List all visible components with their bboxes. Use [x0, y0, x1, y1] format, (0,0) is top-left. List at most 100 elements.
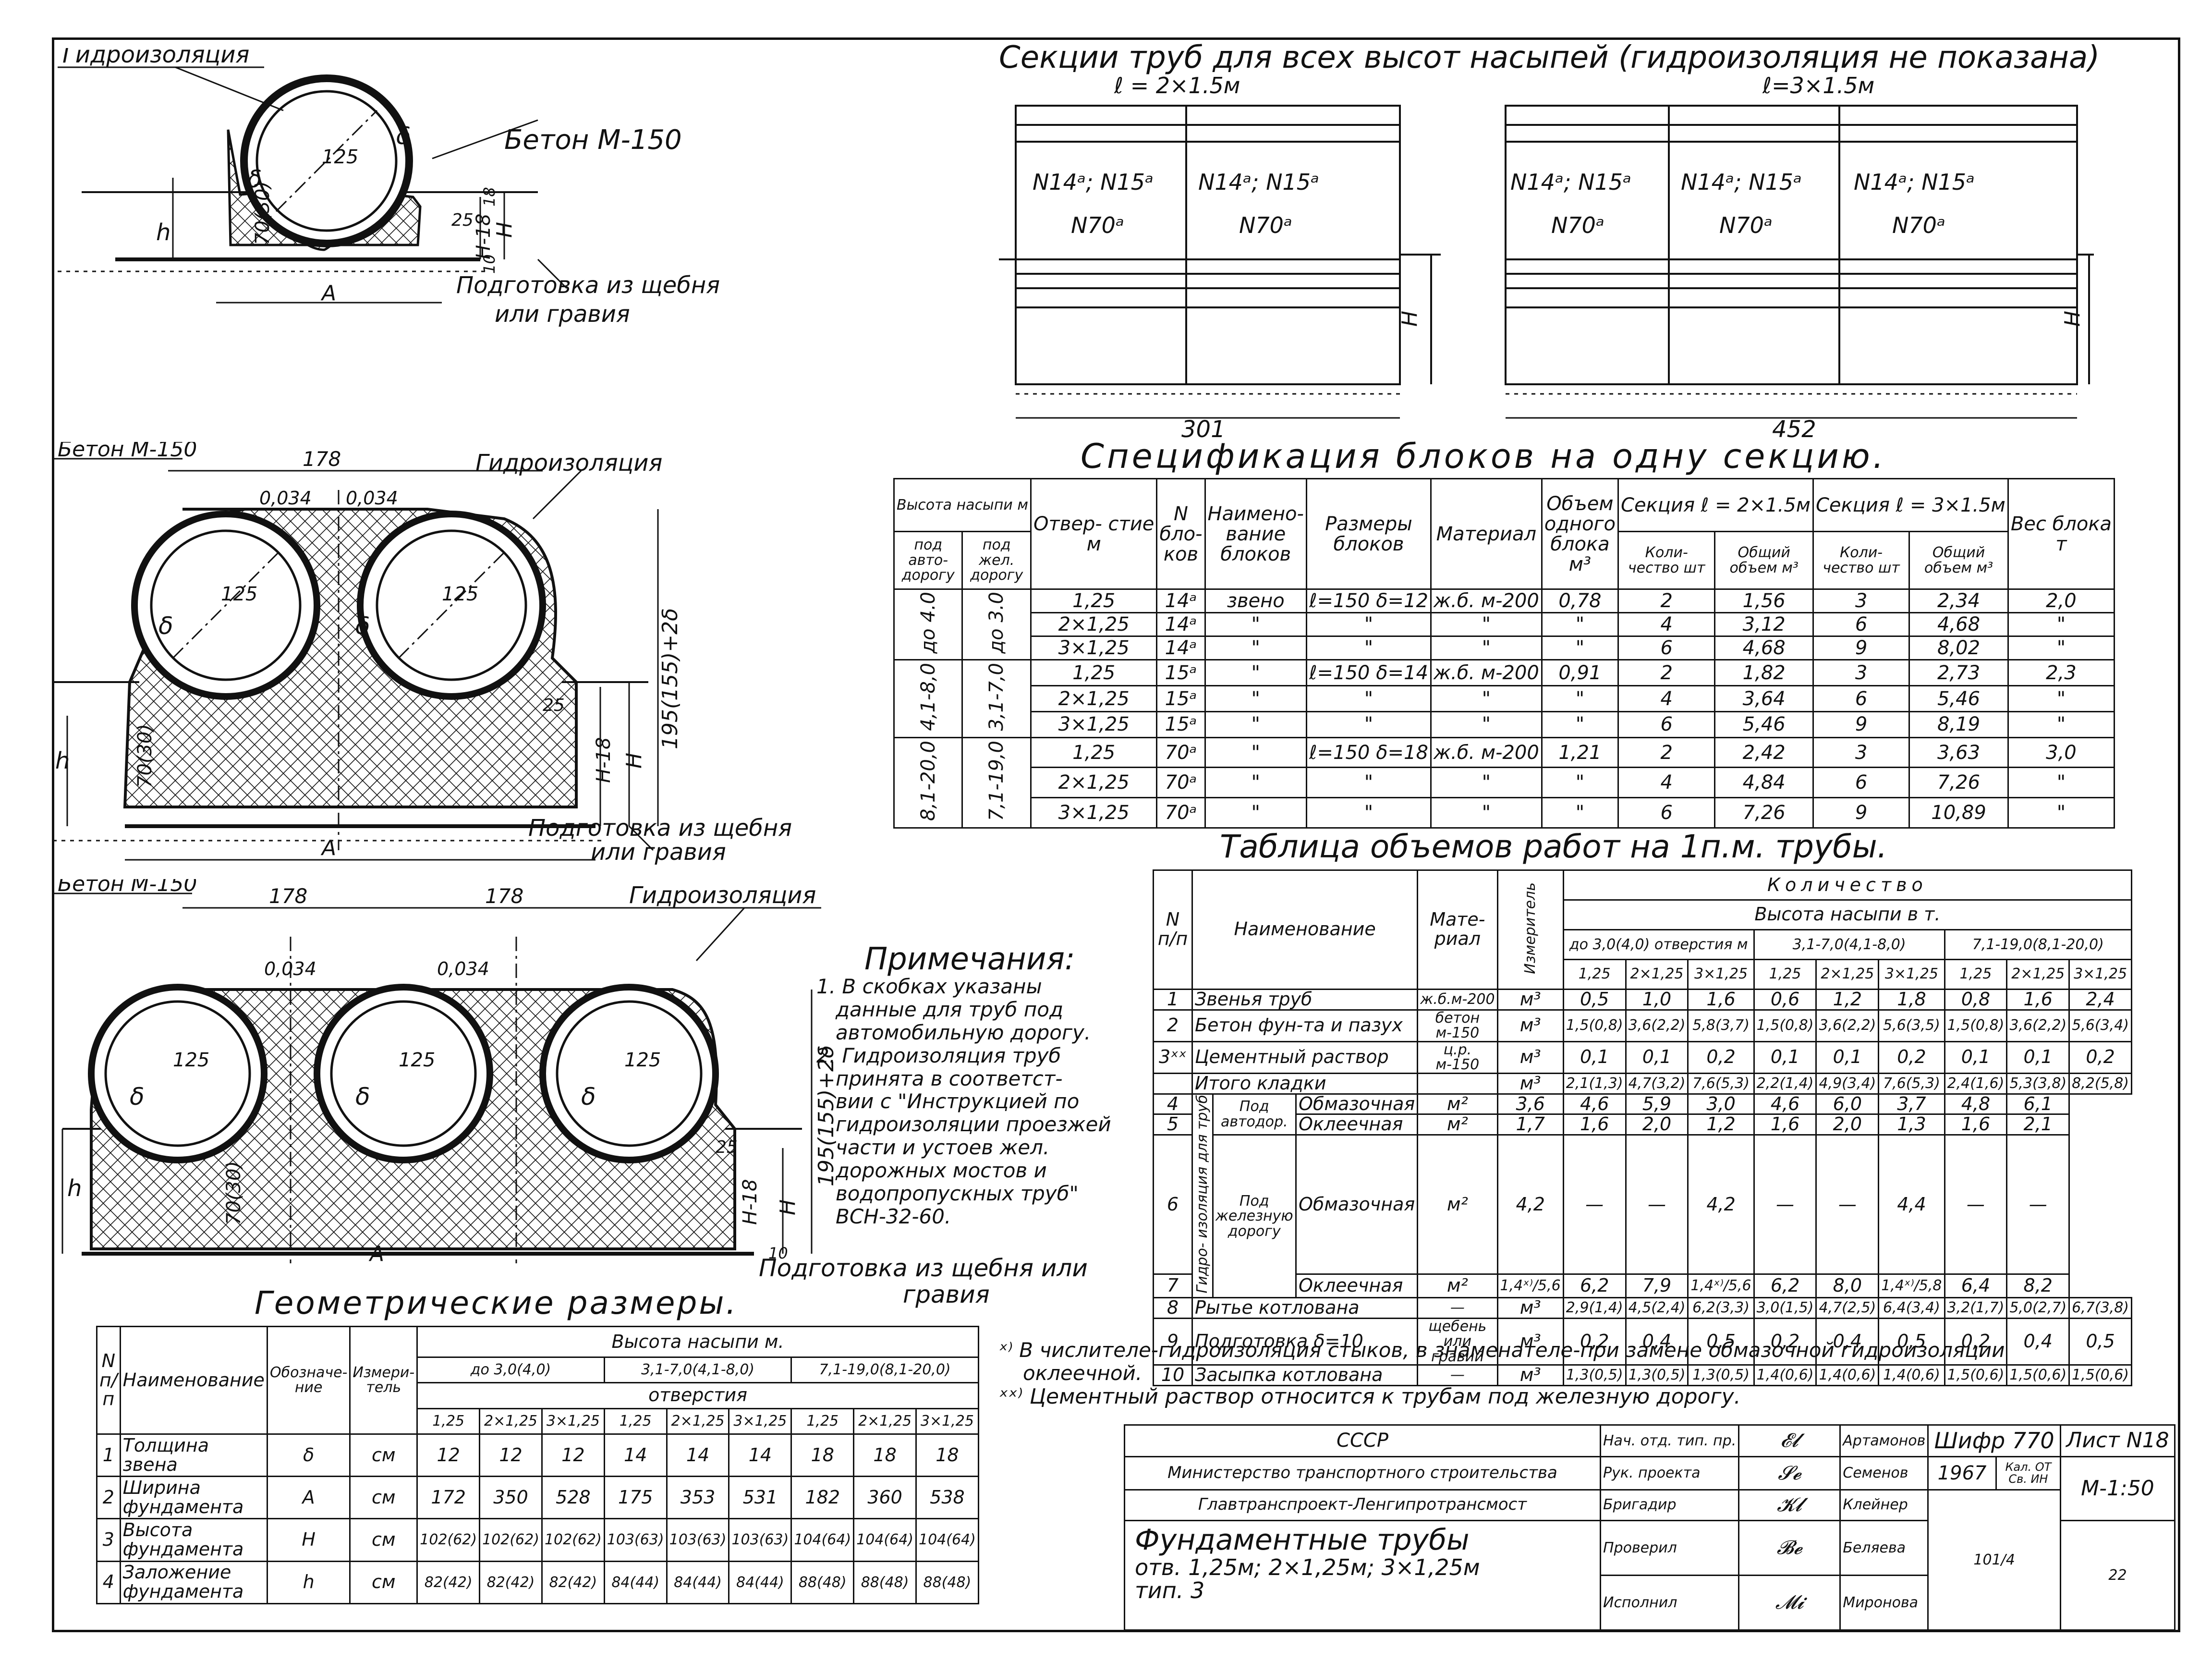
geo-cell: 175: [603, 1476, 668, 1520]
spec-cell: ж.б. м-200: [1430, 736, 1543, 769]
stamp-num: 101/4: [1927, 1489, 2061, 1631]
d3-25: 25: [716, 1137, 738, 1157]
vol-unit: м²: [1417, 1273, 1498, 1298]
spec-cell: ": [1430, 710, 1543, 738]
geo-h-g2: 3,1-7,0(4,1-8,0): [603, 1356, 792, 1384]
vol-cell: 1,4ˣ⁾/5,6: [1687, 1273, 1755, 1298]
stamp-role-4: Исполнил: [1599, 1574, 1740, 1631]
geo-cell: 18: [853, 1433, 917, 1478]
vol-col-header: 3×1,25: [1687, 958, 1755, 990]
vol-cell: 0,1: [1815, 1040, 1880, 1074]
geo-n: 2: [96, 1476, 121, 1520]
vol-cell: 1,3: [1878, 1113, 1945, 1136]
vol-cell: 1,6: [1944, 1113, 2008, 1136]
d2-A: A: [320, 836, 336, 860]
spec-cell: 1,25: [1030, 736, 1158, 769]
spec-cell: 2,34: [1908, 588, 2009, 614]
vol-col-header: 3×1,25: [1878, 958, 1945, 990]
d3-w1: 178: [269, 884, 307, 908]
spec-cell: 6: [1617, 797, 1716, 829]
geo-cell: 18: [790, 1433, 855, 1478]
vol-mat: ж.б.м-200: [1417, 988, 1498, 1011]
spec-height-rail: до 3.0: [961, 588, 1032, 661]
vol-h-height: Высота насыпи в т.: [1562, 899, 2133, 930]
d1-dia: 125: [322, 146, 358, 168]
spec-cell: 1,82: [1714, 659, 1814, 687]
vol-cell: 0,4: [1815, 1317, 1880, 1366]
spec-cell: 9: [1812, 710, 1910, 738]
notes-title: Примечания:: [864, 941, 1075, 977]
vol-n: 5: [1153, 1113, 1193, 1136]
vol-cell: 0,8: [1944, 988, 2008, 1011]
vol-cell: 0,5: [1687, 1317, 1755, 1366]
vol-n: 4: [1153, 1093, 1193, 1115]
vol-cell: —: [1944, 1134, 2008, 1275]
vol-cell: 1,4ˣ⁾/5,8: [1878, 1273, 1945, 1298]
spec-h-qty2: Коли- чество шт: [1617, 531, 1716, 590]
note-line: автомобильную дорогу.: [836, 1020, 1091, 1044]
spec-cell: ": [2007, 767, 2115, 799]
sec-r-h: H: [2060, 311, 2085, 327]
spec-cell: 1,56: [1714, 588, 1814, 614]
geo-cell: 82(42): [479, 1560, 543, 1605]
spec-cell: ": [2007, 797, 2115, 829]
vol-mat: —: [1417, 1296, 1498, 1319]
spec-h-height: Высота насыпи м: [893, 477, 1032, 533]
vol-unit: м²: [1417, 1134, 1498, 1275]
spec-cell: 70ᵃ: [1156, 797, 1206, 829]
spec-cell: 6: [1812, 685, 1910, 712]
vol-name: Подготовка δ=10: [1191, 1317, 1419, 1366]
geo-cell: 103(63): [603, 1518, 668, 1562]
vol-n: [1153, 1072, 1193, 1095]
vol-hydro-group: Гидро- изоляция для труб: [1191, 1093, 1214, 1298]
vol-cell: 7,6(5,3): [1687, 1072, 1755, 1095]
geo-col-header: 3×1,25: [915, 1407, 979, 1435]
vol-cell: 7,6(5,3): [1878, 1072, 1945, 1095]
geo-cell: 172: [416, 1476, 481, 1520]
spec-cell: ": [1305, 710, 1432, 738]
note-line: 1. В скобках указаны: [816, 975, 1042, 998]
geo-col-header: 2×1,25: [853, 1407, 917, 1435]
spec-cell: 4: [1617, 767, 1716, 799]
spec-cell: 4,68: [1908, 612, 2009, 637]
d1-H18: H-18: [473, 214, 495, 259]
geo-name: Высота фундамента: [119, 1518, 268, 1562]
geo-h-g1: до 3,0(4,0): [416, 1356, 605, 1384]
d2-delta1: δ: [158, 612, 173, 640]
vol-cell: 1,3(0,5): [1625, 1364, 1689, 1387]
spec-cell: 3,0: [2007, 736, 2115, 769]
d2-concrete: Бетон М-150: [58, 442, 197, 462]
vol-cell: 0,1: [1562, 1040, 1627, 1074]
vol-cell: 5,6(3,4): [2068, 1009, 2132, 1042]
d1-d70: 70(30): [252, 181, 274, 245]
d2-prep2: или гравия: [591, 839, 726, 866]
geo-col-header: 1,25: [603, 1407, 668, 1435]
vol-col-header: 2×1,25: [2006, 958, 2070, 990]
vol-cell: 3,0: [1687, 1093, 1755, 1115]
vol-n: 8: [1153, 1296, 1193, 1319]
d3-h: h: [67, 1175, 82, 1202]
stamp-name-2: Клейнер: [1839, 1489, 1929, 1521]
stamp-role-3: Проверил: [1599, 1519, 1740, 1576]
vol-cell: 0,4: [1625, 1317, 1689, 1366]
vol-cell: 8,2(5,8): [2068, 1072, 2132, 1095]
geo-cell: 12: [416, 1433, 481, 1478]
vol-cell: 1,5(0,6): [2068, 1364, 2132, 1387]
vol-name: Обмазочная: [1295, 1093, 1419, 1115]
vol-cell: 2,0: [1815, 1113, 1880, 1136]
spec-cell: 3: [1812, 659, 1910, 687]
geo-cell: 353: [666, 1476, 730, 1520]
section-triple-pipe: Бетон М-150 178 178 Гидроизоляция 0,034 …: [53, 879, 839, 1263]
vol-name: Рытье котлована: [1191, 1296, 1419, 1319]
spec-cell: ": [1204, 736, 1307, 769]
d3-A: A: [368, 1242, 384, 1263]
vol-cell: —: [1753, 1134, 1817, 1275]
spec-cell: 3×1,25: [1030, 635, 1158, 661]
vol-cell: 1,3(0,5): [1687, 1364, 1755, 1387]
geo-h-name: Наименование: [119, 1326, 268, 1435]
